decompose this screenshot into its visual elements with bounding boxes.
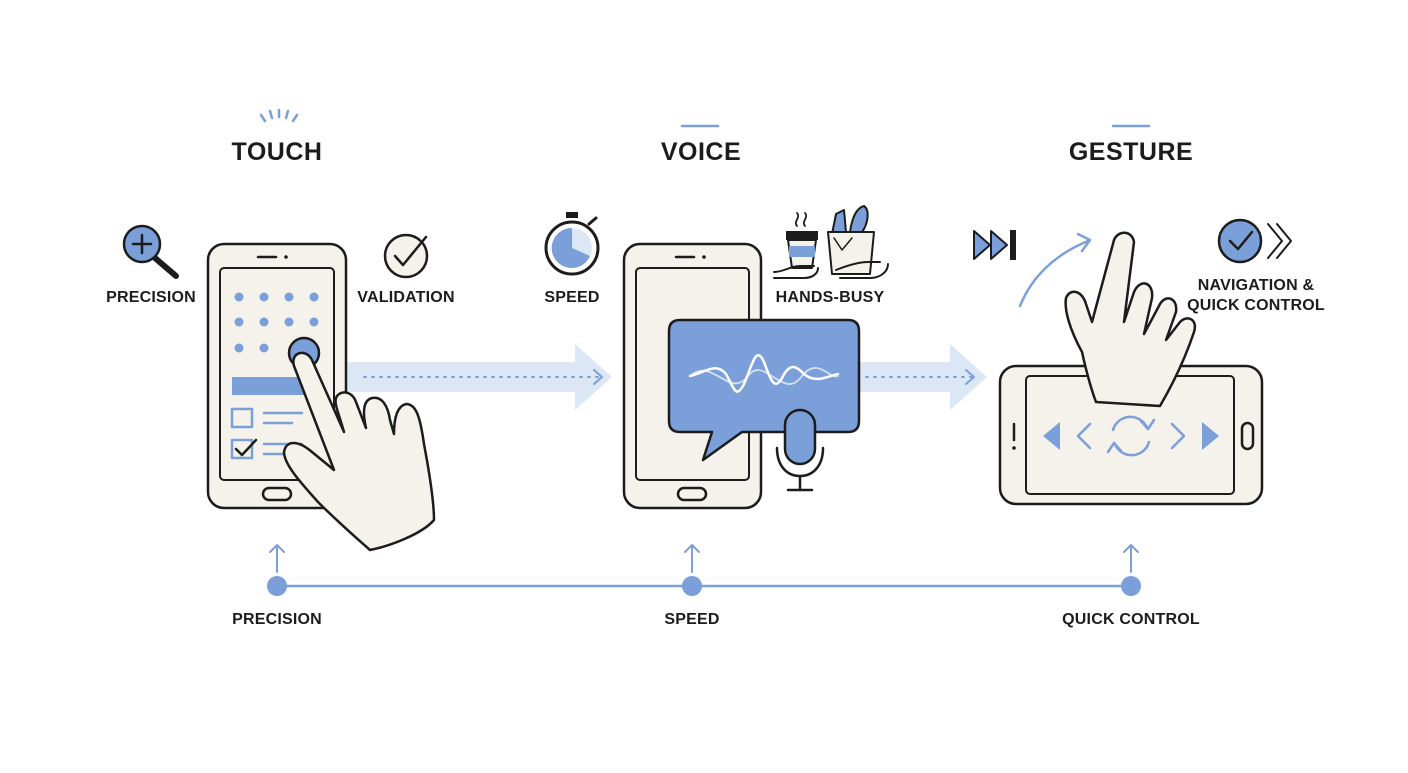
voice-title: VOICE	[660, 138, 742, 166]
voice-hands-busy-label: HANDS-BUSY	[775, 289, 885, 306]
zoom-in-icon	[122, 224, 179, 279]
touch-validation-label: VALIDATION	[357, 289, 455, 306]
fast-forward-icon	[973, 230, 1016, 260]
coffee-cup-icon	[773, 212, 819, 279]
stopwatch-icon	[544, 212, 600, 276]
swiping-hand-icon	[1064, 231, 1197, 408]
timeline-label-quick-control: QUICK CONTROL	[1062, 611, 1200, 628]
touch-precision-label: PRECISION	[106, 289, 196, 306]
gesture-phone-landscape	[998, 364, 1264, 506]
flow-arrow-voice-gesture	[860, 344, 987, 410]
gesture-title: GESTURE	[1068, 138, 1194, 166]
timeline-label-speed: SPEED	[664, 611, 720, 628]
pointing-hand-icon	[282, 351, 436, 552]
touch-title-sparkle	[259, 108, 299, 123]
sync-icon	[1106, 415, 1156, 457]
gesture-navigation-label: NAVIGATION & QUICK CONTROL	[1187, 277, 1325, 314]
timeline-label-precision: PRECISION	[232, 611, 322, 628]
swipe-arc	[1018, 232, 1092, 308]
touch-title: TOUCH	[231, 138, 323, 166]
progress-bar	[232, 377, 316, 395]
check-chevrons-icon	[1217, 218, 1292, 264]
flow-arrow-touch-voice	[340, 344, 612, 410]
sound-wave	[688, 354, 840, 393]
keypad-dots	[234, 292, 319, 353]
microphone-icon	[775, 408, 825, 492]
touch-phone	[206, 242, 348, 510]
timeline	[267, 544, 1141, 596]
check-circle-icon	[383, 233, 429, 279]
voice-speed-label: SPEED	[544, 289, 600, 306]
grocery-bag-icon	[827, 205, 889, 279]
media-controls	[1043, 422, 1219, 450]
